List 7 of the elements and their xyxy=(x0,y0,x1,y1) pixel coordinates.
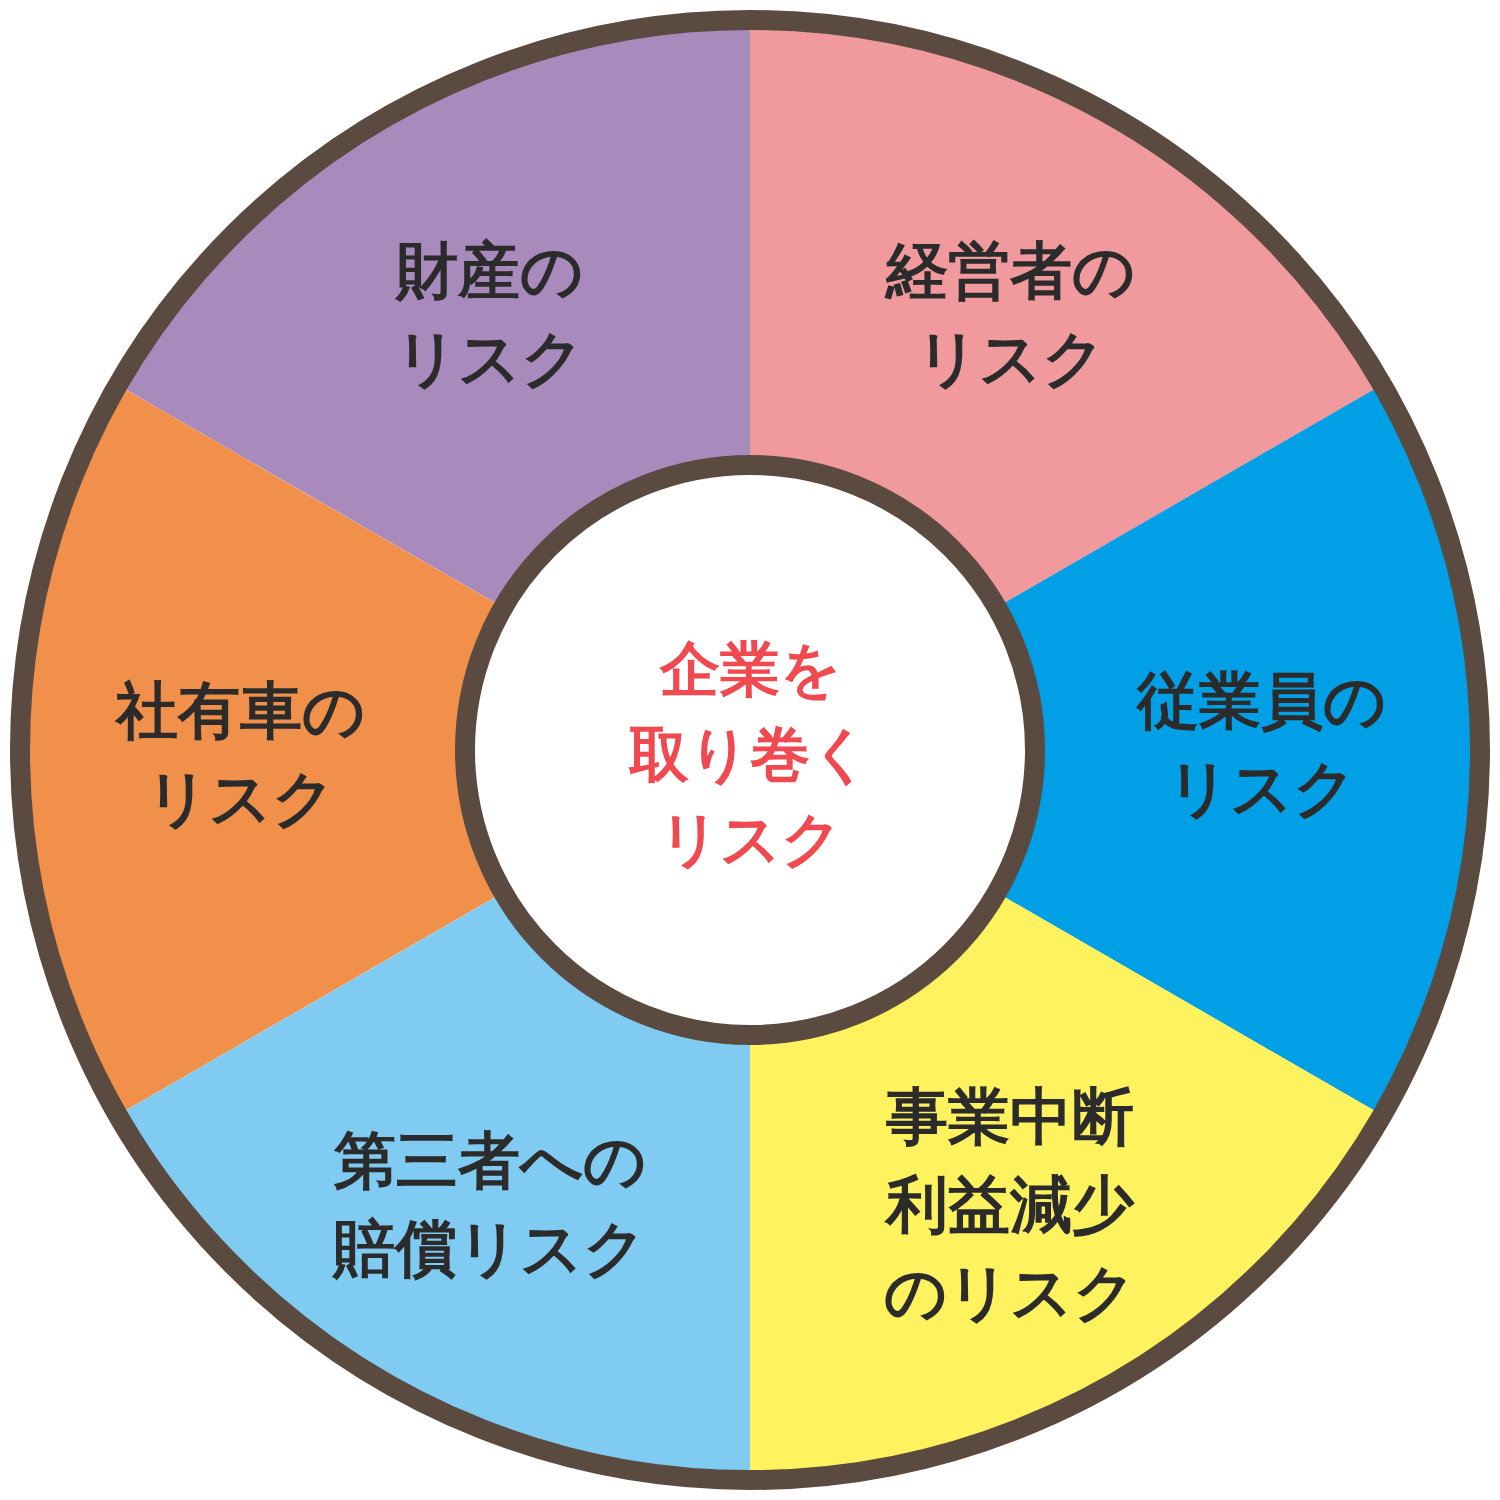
segment-label: 事業中断利益減少のリスク xyxy=(884,1078,1136,1331)
segment-label: 財産のリスク xyxy=(395,232,585,397)
center-label: 企業を取り巻くリスク xyxy=(629,633,871,877)
segment-label: 従業員のリスク xyxy=(1137,662,1387,827)
segment-label: 社有車のリスク xyxy=(115,672,365,837)
segment-label: 経営者のリスク xyxy=(885,232,1135,397)
segment-label: 第三者への賠償リスク xyxy=(333,1122,647,1287)
